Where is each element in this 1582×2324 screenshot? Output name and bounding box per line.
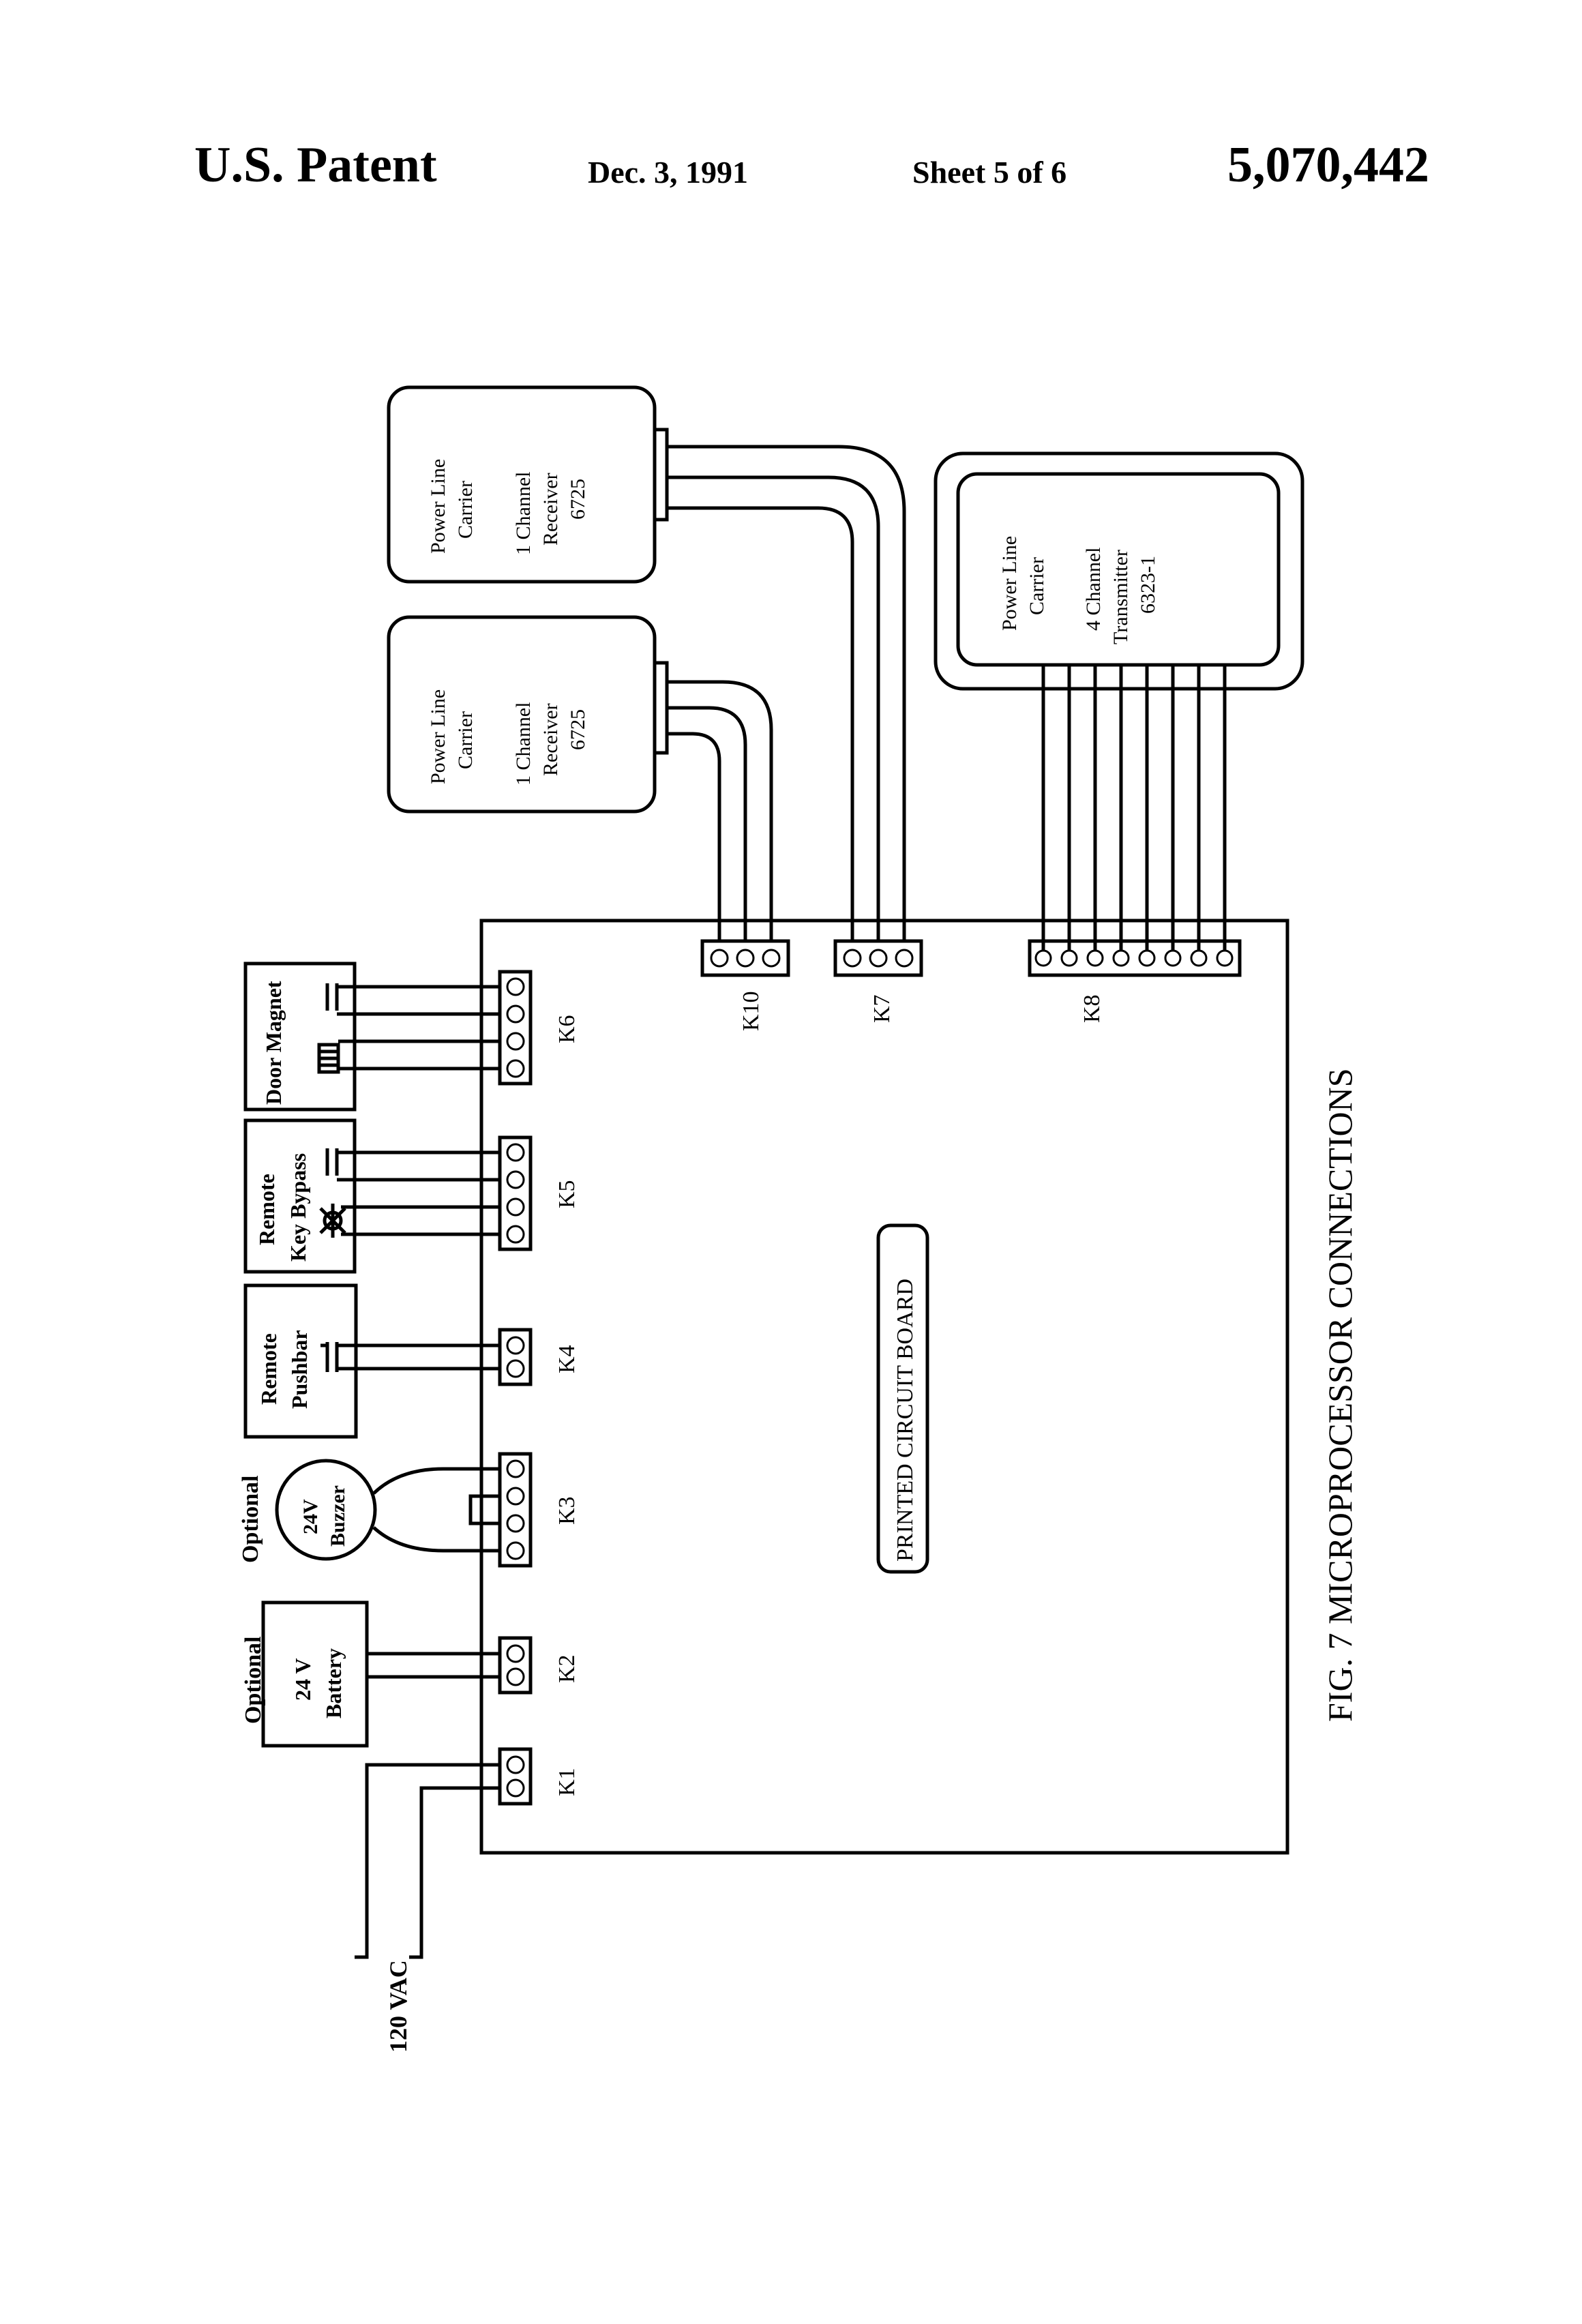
battery-line1: 24 V — [290, 1658, 315, 1701]
doormagnet-line1: Door Magnet — [261, 981, 286, 1105]
receiver-a-line1: Power Line — [427, 689, 449, 784]
pushbar-box — [243, 1283, 358, 1439]
k7-label: K7 — [869, 994, 895, 1023]
buzzer-line1: 24V — [299, 1499, 322, 1534]
doormagnet-box — [243, 962, 357, 1112]
sheet-number: Sheet 5 of 6 — [912, 155, 1067, 190]
buzzer-circle — [275, 1459, 377, 1561]
k10-label: K10 — [738, 991, 764, 1031]
receiver-a-line2: Carrier — [454, 711, 477, 769]
k2-label: K2 — [554, 1654, 580, 1683]
receiver-b-line5: 6725 — [567, 479, 589, 520]
keybypass-line1: Remote — [254, 1174, 279, 1245]
keybypass-box — [243, 1118, 357, 1274]
receiver-a-connector — [653, 661, 669, 755]
board-label-frame — [876, 1223, 929, 1574]
coil-icon — [317, 1043, 340, 1074]
patent-label: U.S. Patent — [194, 137, 437, 193]
receiver-a-line5: 6725 — [567, 709, 589, 750]
receiver-b-line3: 1 Channel — [512, 472, 535, 555]
k8-label: K8 — [1079, 994, 1105, 1023]
patent-number: 5,070,442 — [1227, 137, 1429, 193]
terminal-block-k7 — [833, 939, 923, 977]
buzzer-tag: Optional — [238, 1476, 263, 1563]
receiver-a-line4: Receiver — [539, 703, 562, 776]
transmitter-outer-frame — [934, 451, 1304, 691]
power-input-wires — [355, 1763, 500, 1959]
terminal-block-k4 — [498, 1328, 533, 1386]
lamp-icon — [319, 1204, 346, 1238]
k4-label: K4 — [554, 1345, 580, 1373]
transmitter-line4: Transmitter — [1109, 550, 1132, 644]
board-label: PRINTED CIRCUIT BOARD — [893, 1279, 918, 1562]
receiver-b-wires — [667, 445, 906, 942]
transmitter-line1: Power Line — [998, 536, 1021, 631]
battery-line2: Battery — [321, 1648, 346, 1718]
transmitter-line2: Carrier — [1026, 557, 1048, 615]
receiver-a-line3: 1 Channel — [512, 702, 535, 786]
k1-label: K1 — [554, 1768, 580, 1796]
keybypass-line2: Key Bypass — [286, 1153, 310, 1262]
k6-label: K6 — [554, 1015, 580, 1043]
terminal-block-k8 — [1028, 939, 1242, 977]
pushbar-switch-icon — [320, 1342, 339, 1372]
doormagnet-switch-icon — [325, 983, 339, 1011]
battery-box — [261, 1600, 369, 1748]
terminal-block-k1 — [498, 1747, 533, 1806]
buzzer-line2: Buzzer — [327, 1485, 349, 1547]
terminal-block-k2 — [498, 1636, 533, 1695]
k5-label: K5 — [554, 1180, 580, 1208]
receiver-b-connector — [653, 428, 669, 522]
keybypass-switch-icon — [325, 1148, 339, 1176]
terminal-block-k5 — [498, 1135, 533, 1251]
receiver-b-line1: Power Line — [427, 459, 449, 554]
terminal-block-k6 — [498, 970, 533, 1086]
transmitter-wires — [1041, 665, 1227, 951]
k3-label: K3 — [554, 1496, 580, 1525]
figure-caption: FIG. 7 MICROPROCESSOR CONNECTIONS — [1321, 1069, 1359, 1723]
terminal-block-k10 — [700, 939, 790, 977]
transmitter-line5: 6323-1 — [1137, 556, 1159, 614]
pushbar-line2: Pushbar — [287, 1330, 312, 1409]
printed-circuit-board — [479, 919, 1289, 1855]
receiver-a-wires — [667, 680, 773, 942]
transmitter-box — [956, 472, 1281, 667]
buzzer-wires — [372, 1467, 500, 1553]
receiver-b-line4: Receiver — [539, 473, 562, 546]
patent-date: Dec. 3, 1991 — [588, 155, 749, 190]
transmitter-line3: 4 Channel — [1082, 548, 1105, 631]
receiver-b-line2: Carrier — [454, 481, 477, 539]
pushbar-line1: Remote — [256, 1333, 281, 1405]
power-label: 120 VAC — [385, 1960, 412, 2053]
terminal-block-k3 — [498, 1452, 533, 1568]
battery-tag: Optional — [241, 1637, 266, 1724]
